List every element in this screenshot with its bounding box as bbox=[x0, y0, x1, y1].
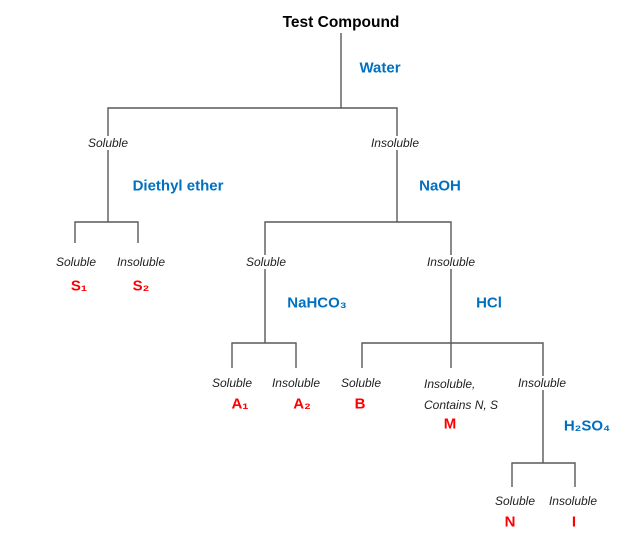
line-naoh-split bbox=[264, 221, 452, 343]
root-title: Test Compound bbox=[282, 14, 400, 31]
group-i: I bbox=[571, 513, 577, 531]
group-n: N bbox=[504, 513, 516, 531]
label-nahco3-insoluble: Insoluble bbox=[271, 376, 321, 390]
reagent-naoh: NaOH bbox=[419, 177, 461, 195]
label-water-soluble: Soluble bbox=[84, 136, 132, 150]
label-water-insoluble: Insoluble bbox=[367, 136, 423, 150]
reagent-diethyl-ether: Diethyl ether bbox=[132, 177, 224, 195]
group-a2: A₂ bbox=[293, 395, 311, 413]
label-hcl-insoluble-ns: Insoluble, Contains N, S bbox=[424, 374, 498, 416]
label-naoh-insoluble: Insoluble bbox=[423, 255, 479, 269]
label-ether-soluble: Soluble bbox=[55, 255, 97, 269]
reagent-nahco3: NaHCO₃ bbox=[287, 294, 347, 312]
label-hcl-insoluble-ns-line1: Insoluble, bbox=[424, 377, 476, 391]
reagent-hcl: HCl bbox=[476, 294, 502, 312]
group-b: B bbox=[354, 395, 366, 413]
group-a1: A₁ bbox=[231, 395, 249, 413]
line-nahco3-bracket bbox=[231, 342, 297, 368]
label-hcl-soluble: Soluble bbox=[340, 376, 382, 390]
line-hcl-bracket bbox=[361, 342, 544, 463]
line-h2so4-bracket bbox=[511, 462, 576, 487]
group-s2: S₂ bbox=[132, 277, 150, 295]
label-hcl-insoluble: Insoluble bbox=[514, 376, 570, 390]
line-ether-bracket bbox=[74, 221, 139, 243]
label-h2so4-insoluble: Insoluble bbox=[548, 494, 598, 508]
reagent-water: Water bbox=[359, 59, 401, 77]
label-nahco3-soluble: Soluble bbox=[211, 376, 253, 390]
line-water-split bbox=[107, 107, 398, 222]
label-naoh-soluble: Soluble bbox=[242, 255, 290, 269]
label-hcl-insoluble-ns-line2: Contains N, S bbox=[424, 398, 499, 412]
label-h2so4-soluble: Soluble bbox=[494, 494, 536, 508]
group-s1: S₁ bbox=[70, 277, 88, 295]
group-m: M bbox=[443, 415, 457, 433]
reagent-h2so4: H₂SO₄ bbox=[563, 417, 611, 435]
label-ether-insoluble: Insoluble bbox=[116, 255, 166, 269]
